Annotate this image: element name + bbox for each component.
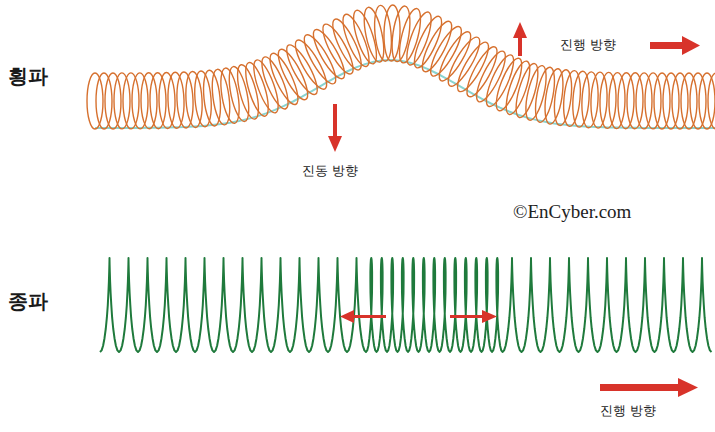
coil-loop [318,21,359,78]
wave-type-label: 종파 [8,288,48,315]
coil-shade [95,60,715,128]
coil-loop [409,13,446,71]
direction-label: 진행 방향 [560,36,616,54]
direction-label: 진행 방향 [600,402,656,420]
coil-loop [618,73,635,129]
vibration-arrow-down [328,104,342,152]
coil-loop [599,72,616,128]
coil-loop [150,73,167,129]
coil-loop [132,73,148,129]
coil-loop [87,73,103,129]
coil-loop [654,73,670,129]
coil-loop [201,69,223,126]
coil-loop [581,71,600,128]
coil-loop [184,71,203,128]
coil-loop [471,48,510,105]
coil-loop [328,16,367,73]
coil-loop [389,5,413,63]
coil-loop [699,73,715,129]
coil-loop [609,72,626,128]
coil-loop [193,70,213,127]
vibration-arrow-up [513,22,527,56]
coil-loop [552,69,574,126]
coil-loop [372,5,393,62]
wave-type-label: 횡파 [8,63,48,90]
coil-loop [249,57,283,115]
coil-loop [663,73,679,129]
coil-loop [123,73,139,129]
coil-loop [690,73,706,129]
coil-line [100,258,712,352]
coil-loop [241,60,273,118]
propagation-arrow [650,36,700,55]
propagation-arrow [600,378,698,397]
coil-loop [571,71,591,128]
coil-loop [627,73,643,129]
coil-loop [176,72,194,129]
coil-loop [636,73,652,129]
coil-loop [672,73,688,129]
coil-loop [681,73,697,129]
coil-loop [96,73,112,129]
transverse-spring [87,5,715,129]
coil-loop [105,73,121,129]
oscillation-arrow-left [340,310,386,323]
coil-loop [167,72,185,128]
coil-loop [590,72,608,129]
coil-loop [645,73,661,129]
direction-label: 진동 방향 [302,162,358,180]
watermark: ©EnCyber.com [513,201,631,223]
oscillation-arrow-right [450,310,497,323]
coil-loop [141,73,158,129]
coil-loop [561,70,582,127]
coil-loop [114,73,130,129]
coil-loop [708,73,715,129]
coil-loop [158,72,175,128]
coil-loop [402,9,436,67]
coil-loop [542,68,566,126]
longitudinal-spring [100,258,712,352]
coil-loop [417,18,457,75]
